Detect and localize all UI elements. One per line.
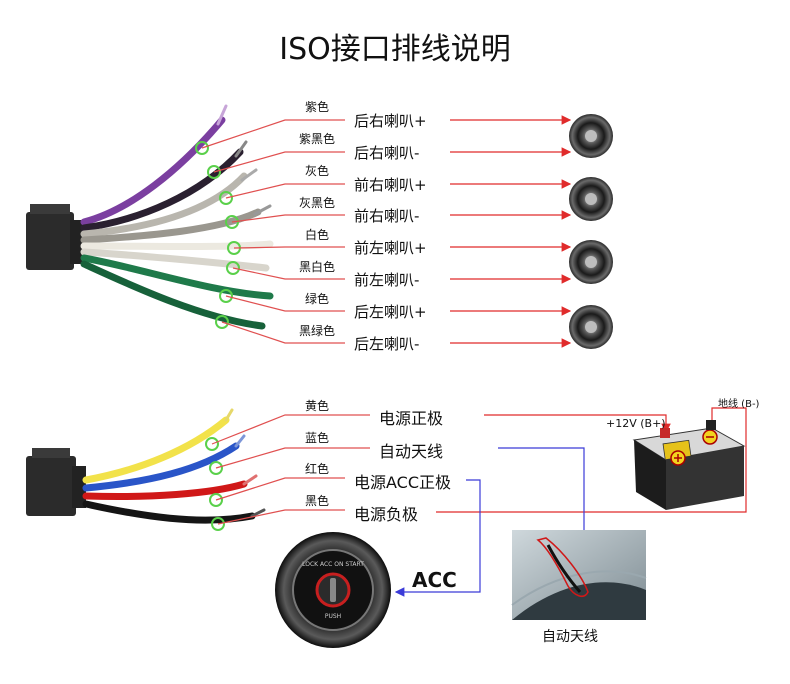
antenna-car-image [511,530,647,620]
wire-color-label: 黑白色 [299,260,336,274]
power-joint-markers [205,437,225,531]
speaker-icon [569,240,613,284]
speaker-icon [569,114,613,158]
speaker-function-label: 后右喇叭- [354,144,420,162]
speaker-arrows [450,115,572,348]
acc-line [394,479,481,597]
wire-color-label: 红色 [305,462,330,476]
battery-positive-line [484,414,671,434]
wire-color-label: 绿色 [305,292,330,306]
speaker-wires [80,104,274,330]
battery-positive-label: +12V (B+) [606,417,666,430]
wire-color-label: 紫色 [305,100,330,114]
ignition-switch-image: LOCK ACC ON START PUSH [275,532,391,648]
battery-ground-line [436,407,747,513]
battery [632,420,746,510]
power-leader-lines [211,414,370,525]
speaker-function-label: 后左喇叭- [354,335,420,353]
speaker-function-label: 后左喇叭+ [354,303,427,321]
page-title: ISO接口排线说明 [279,32,511,67]
speaker-function-label: 前右喇叭- [354,207,420,225]
speaker-icon [569,305,613,349]
speaker-icon [569,177,613,221]
speaker-joint-markers [195,141,241,329]
wire-color-label: 黑绿色 [299,324,336,338]
speaker-function-label: 后右喇叭+ [354,112,427,130]
wire-color-label: 黄色 [305,399,330,413]
wire-color-label: 白色 [305,228,330,242]
power-function-label: 电源ACC正极 [354,473,452,492]
power-function-label: 电源正极 [379,409,444,428]
wire-color-label: 紫黑色 [299,132,336,146]
power-function-label: 电源负极 [354,505,419,524]
power-function-label: 自动天线 [379,442,444,461]
svg-text:PUSH: PUSH [325,613,341,620]
battery-ground-label: 地线 (B-) [718,399,760,410]
power-wires [82,408,266,524]
antenna-line [498,447,589,570]
speaker-function-label: 前左喇叭- [354,271,420,289]
power-connector [26,448,86,516]
speaker-function-label: 前右喇叭+ [354,176,427,194]
speaker-connector [26,204,84,270]
speaker-function-label: 前左喇叭+ [354,239,427,257]
speaker-leader-lines [201,119,345,344]
wire-color-label: 蓝色 [305,431,330,445]
svg-text:LOCK ACC ON START: LOCK ACC ON START [302,561,364,568]
wire-color-label: 灰黑色 [299,196,336,210]
antenna-caption: 自动天线 [542,629,598,645]
wire-color-label: 黑色 [305,494,330,508]
acc-label: ACC [412,568,457,592]
wire-color-label: 灰色 [305,164,330,178]
